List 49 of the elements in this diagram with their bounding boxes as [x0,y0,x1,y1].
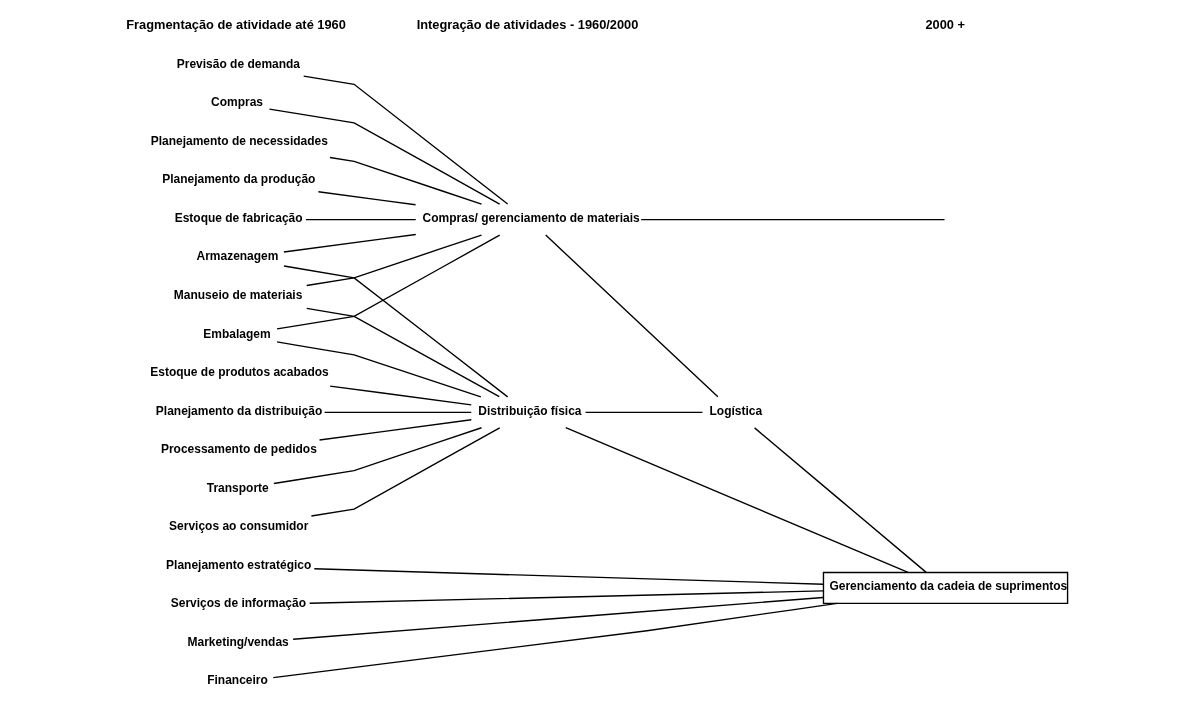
label: Fragmentação de atividade até 1960 [126,17,346,33]
connector [317,191,417,206]
connector [305,218,417,221]
node-text: Previsão de demanda [176,56,301,71]
node-text: Planejamento da distribuição [155,403,323,418]
connector [584,411,704,413]
node-text: Distribuição física [478,403,582,418]
node-text: Logística [709,403,763,418]
connector [313,568,825,585]
node-text: Estoque de fabricação [174,210,303,225]
node-text: Compras/ gerenciamento de materiais [422,210,640,225]
connector [565,427,909,574]
connector [640,218,946,221]
label: Integração de atividades - 1960/2000 [416,17,639,33]
connector [276,341,482,398]
node-text: Processamento de pedidos [160,442,317,457]
node-text: Serviços ao consumidor [169,519,309,534]
connector [283,265,509,398]
connector [753,427,927,574]
connector [310,427,501,517]
node-box: Gerenciamento da cadeia de suprimentos [822,571,1069,604]
connector [303,75,509,205]
connector [306,234,483,287]
connector [308,590,824,604]
node-text: Compras [211,95,264,110]
connector [545,234,719,398]
connector [283,233,417,253]
node-text: Armazenagem [196,249,279,264]
connector [323,411,472,413]
connector [273,427,483,485]
connector [292,596,824,640]
node-text: Serviços de informação [170,596,307,611]
connector [318,419,472,441]
node-text: Planejamento da produção [162,172,316,187]
node-text: Transporte [206,480,269,495]
node-text: Embalagem [203,326,271,341]
connector [272,602,838,679]
connector [268,108,501,205]
label: 2000 + [925,17,965,33]
connector [306,307,500,398]
node-text: Estoque de produtos acabados [150,365,329,380]
node-text: Manuseio de materiais [173,288,303,302]
node-text: Planejamento estratégico [166,557,312,572]
connector [329,156,483,205]
node-text: Marketing/vendas [187,634,289,649]
connector [329,385,472,406]
node-text: Financeiro [207,673,268,688]
node-text: Planejamento de necessidades [150,133,328,148]
connector [276,234,501,330]
